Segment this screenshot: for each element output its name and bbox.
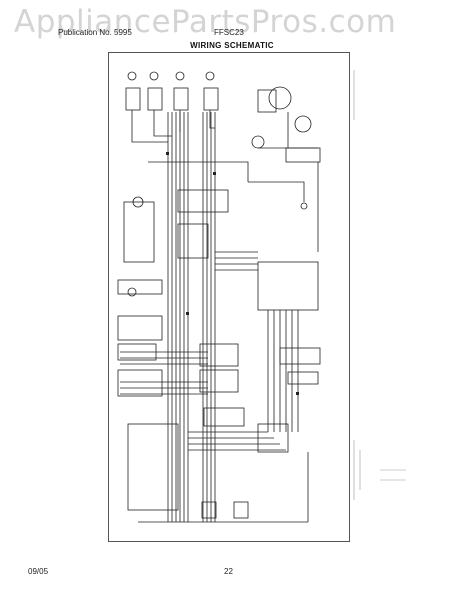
component-symbol (300, 202, 308, 210)
connector-block (201, 501, 217, 519)
connector-block (177, 223, 209, 259)
component-symbol (127, 287, 137, 297)
connector-block (117, 369, 163, 397)
connector-block (199, 343, 239, 367)
component-block (125, 87, 141, 111)
control-module (257, 261, 319, 311)
wire-run (148, 161, 305, 202)
publication-number: Publication No. 5995 (58, 28, 132, 37)
junction-dot (296, 392, 299, 395)
revision-date: 09/05 (28, 567, 49, 576)
component-block (147, 87, 163, 111)
diagram-title: WIRING SCHEMATIC (190, 41, 274, 50)
component-symbol (175, 71, 185, 81)
wire-bundle (188, 431, 286, 451)
component-block (257, 89, 277, 113)
page-number: 22 (224, 567, 233, 576)
schematic-callouts (353, 70, 406, 500)
connector-block (117, 315, 163, 341)
wire-bundle (215, 251, 258, 271)
connector-block (199, 369, 239, 393)
connector-block (117, 279, 163, 295)
connector-block (233, 501, 249, 519)
component-symbol (205, 71, 215, 81)
wire-run (258, 112, 319, 252)
connector-block (127, 423, 179, 511)
wire-run (120, 351, 208, 365)
model-number: FFSC23 (214, 28, 244, 37)
connector-block (279, 347, 321, 365)
schematic-frame (108, 52, 350, 542)
wire-run (120, 381, 208, 395)
component-block (285, 147, 321, 163)
site-watermark: AppliancePartsPros.com (14, 4, 397, 40)
wiring-schematic (117, 71, 321, 523)
component-symbol (127, 71, 137, 81)
motor-symbol (251, 135, 265, 149)
connector-block (123, 201, 155, 263)
motor-symbol (294, 115, 312, 133)
connector-block (177, 189, 229, 213)
wire-bundle (267, 310, 299, 432)
wire-bundle (202, 112, 216, 522)
junction-dot (166, 152, 169, 155)
connector-block (203, 407, 245, 427)
component-symbol (132, 196, 144, 208)
component-block (203, 87, 219, 111)
junction-dot (186, 312, 189, 315)
junction-dot (213, 172, 216, 175)
motor-symbol (268, 86, 292, 110)
wire-run (138, 452, 309, 523)
wire-bundle (167, 112, 189, 522)
component-block (173, 87, 189, 111)
component-symbol (149, 71, 159, 81)
connector-block (287, 371, 319, 385)
wire-bundle (131, 110, 215, 143)
